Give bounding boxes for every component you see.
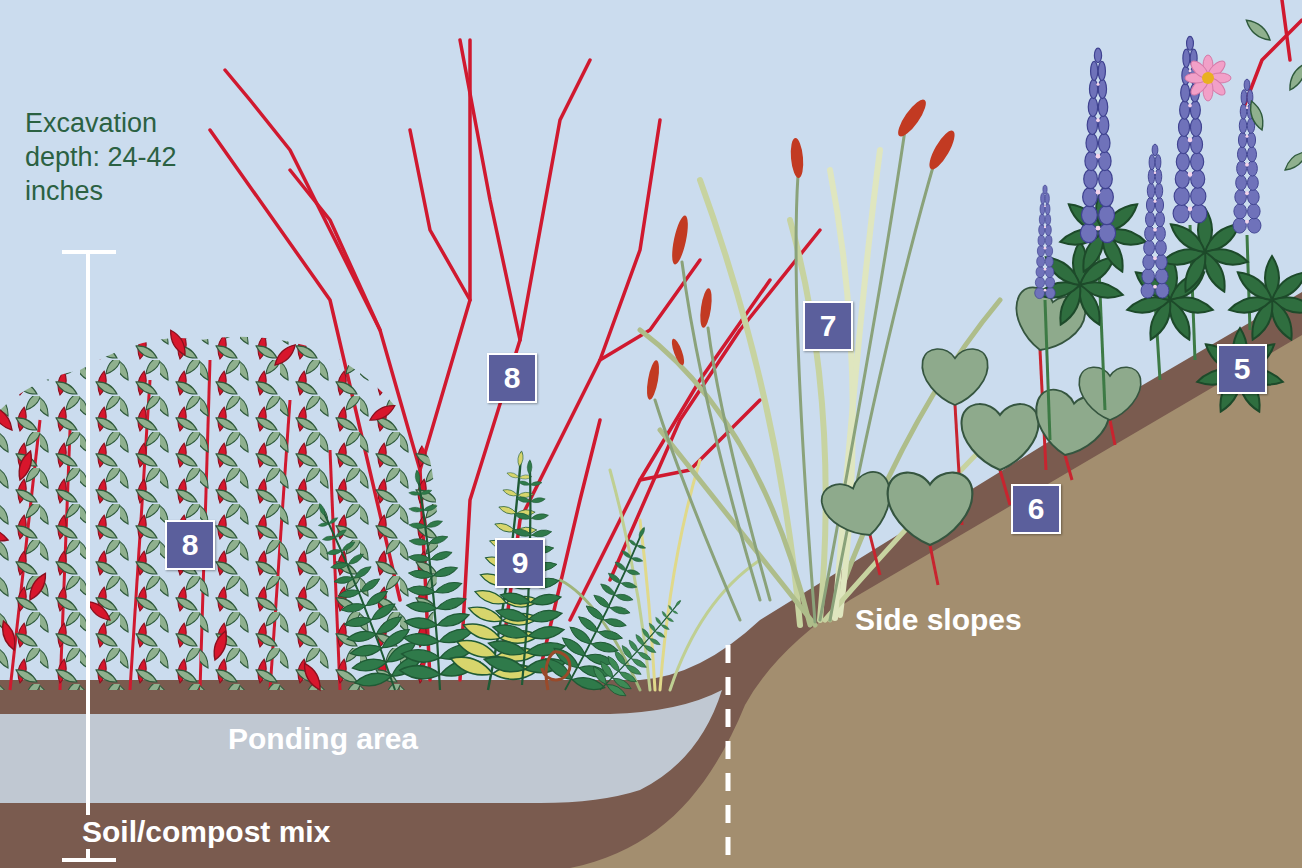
callout-box: 6: [1011, 484, 1061, 534]
layer-label: Soil/compost mix: [78, 815, 334, 849]
ferns: [286, 445, 698, 706]
callout-number: 5: [1234, 354, 1251, 384]
callout-number: 9: [512, 548, 529, 578]
ground: [0, 292, 1302, 868]
depth-bar: [62, 252, 116, 860]
wild-ginger: [817, 284, 1141, 585]
callout-box: 8: [165, 520, 215, 570]
zone-label: Ponding area: [228, 722, 418, 756]
ponding-water: [0, 690, 722, 803]
boundary-dashes: [726, 645, 731, 868]
zone-label: Side slopes: [855, 603, 1022, 637]
callout-number: 7: [820, 311, 837, 341]
callout-number: 6: [1028, 494, 1045, 524]
callout-box: 9: [495, 538, 545, 588]
callout-number: 8: [182, 530, 199, 560]
lupines: [1035, 16, 1302, 440]
callout-box: 5: [1217, 344, 1267, 394]
callout-number: 8: [504, 363, 521, 393]
callout-box: 8: [487, 353, 537, 403]
callout-box: 7: [803, 301, 853, 351]
grasses: [640, 96, 1010, 625]
dimension-label: Excavation depth: 24-42 inches: [25, 106, 215, 208]
